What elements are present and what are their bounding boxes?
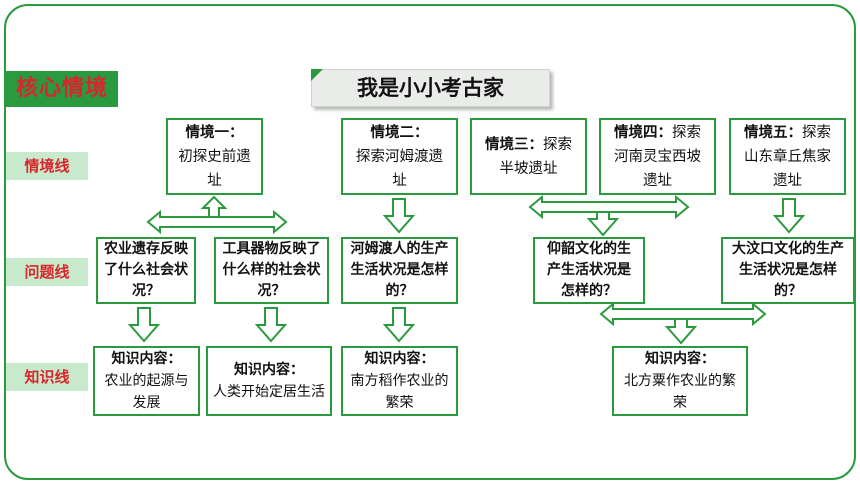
scene-line-label: 情境线 bbox=[6, 152, 88, 180]
scene-1-body: 初探史前遗址 bbox=[178, 148, 251, 189]
scene-2-head: 情境二： bbox=[370, 124, 429, 141]
scene-3-head: 情境三： bbox=[485, 136, 543, 153]
knowledge-box-1: 知识内容： 农业的起源与发展 bbox=[93, 346, 200, 416]
scene-5-body: 探索山东章丘焦家遗址 bbox=[744, 124, 831, 189]
core-scenario-label: 核心情境 bbox=[6, 71, 118, 107]
down-arrow-3 bbox=[586, 211, 620, 237]
scene-2-body: 探索河姆渡遗址 bbox=[356, 148, 443, 189]
question-2-text: 工具器物反映了什么样的社会状况？ bbox=[222, 241, 321, 299]
page-title: 我是小小考古家 bbox=[311, 69, 550, 107]
knowledge-line-label: 知识线 bbox=[6, 363, 88, 391]
down-arrow-q3 bbox=[382, 307, 416, 343]
question-box-1: 农业遗存反映了什么社会状况？ bbox=[96, 237, 196, 304]
title-corner-triangle bbox=[311, 69, 323, 81]
question-4-text: 仰韶文化的生产生活状况是怎样的？ bbox=[547, 241, 631, 299]
scene-4-head: 情境四： bbox=[614, 124, 672, 141]
scene-4-body: 探索河南灵宝西坡遗址 bbox=[614, 124, 701, 189]
question-5-text: 大汶口文化的生产生活状况是怎样的？ bbox=[732, 241, 844, 299]
up-arrow-1 bbox=[200, 195, 228, 218]
scene-5-head: 情境五： bbox=[744, 124, 802, 141]
knowledge-1-body: 农业的起源与发展 bbox=[104, 373, 189, 411]
knowledge-3-head: 知识内容： bbox=[364, 351, 435, 367]
double-arrow-3 bbox=[599, 301, 767, 327]
double-arrow-1 bbox=[146, 209, 288, 235]
knowledge-box-3: 知识内容： 南方稻作农业的繁荣 bbox=[341, 346, 458, 416]
scene-box-3: 情境三：探索半坡遗址 bbox=[470, 118, 587, 195]
down-arrow-q1 bbox=[127, 307, 161, 343]
down-arrow-k4 bbox=[664, 318, 698, 345]
knowledge-1-head: 知识内容： bbox=[111, 351, 182, 367]
knowledge-box-4: 知识内容： 北方粟作农业的繁荣 bbox=[612, 346, 748, 416]
double-arrow-2 bbox=[528, 194, 690, 220]
question-3-text: 河姆渡人的生产生活状况是怎样的？ bbox=[350, 241, 449, 299]
scene-box-1: 情境一： 初探史前遗址 bbox=[166, 118, 263, 195]
knowledge-2-head: 知识内容： bbox=[234, 362, 304, 378]
knowledge-4-head: 知识内容： bbox=[645, 351, 715, 367]
scene-1-head: 情境一： bbox=[185, 124, 244, 141]
scene-3-body: 探索半坡遗址 bbox=[499, 136, 573, 177]
question-line-label: 问题线 bbox=[6, 258, 88, 286]
knowledge-3-body: 南方稻作农业的繁荣 bbox=[350, 373, 449, 411]
question-box-3: 河姆渡人的生产生活状况是怎样的？ bbox=[341, 237, 458, 304]
down-arrow-q2 bbox=[254, 307, 288, 343]
question-1-text: 农业遗存反映了什么社会状况？ bbox=[104, 241, 188, 299]
question-box-5: 大汶口文化的生产生活状况是怎样的？ bbox=[721, 237, 855, 304]
knowledge-4-body: 北方粟作农业的繁荣 bbox=[624, 373, 736, 411]
knowledge-box-2: 知识内容： 人类开始定居生活 bbox=[206, 346, 332, 416]
down-arrow-2 bbox=[382, 198, 416, 234]
scene-box-4: 情境四：探索河南灵宝西坡遗址 bbox=[599, 118, 716, 195]
scene-box-2: 情境二： 探索河姆渡遗址 bbox=[341, 118, 458, 195]
question-box-2: 工具器物反映了什么样的社会状况？ bbox=[214, 237, 329, 304]
knowledge-2-body: 人类开始定居生活 bbox=[213, 384, 325, 400]
down-arrow-5 bbox=[772, 198, 806, 234]
question-box-4: 仰韶文化的生产生活状况是怎样的？ bbox=[533, 237, 645, 304]
scene-box-5: 情境五：探索山东章丘焦家遗址 bbox=[729, 118, 846, 195]
